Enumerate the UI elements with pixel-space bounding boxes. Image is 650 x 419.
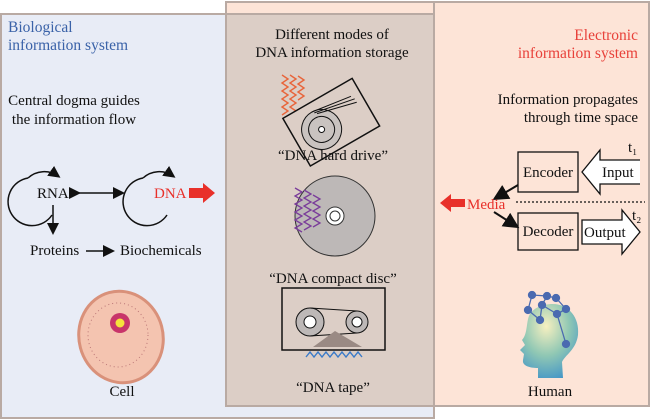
storage-title-line1: Different modes of [275, 27, 389, 43]
encoder-label: Encoder [523, 165, 573, 181]
decoder-box: Decoder [517, 212, 579, 251]
input-label: Input [602, 165, 634, 181]
electronic-title-line1: Electronic [574, 27, 638, 44]
human-head-icon [520, 290, 579, 378]
encoder-box: Encoder [517, 151, 579, 193]
rna-cycle-arrow [7, 177, 53, 227]
cell-illustration [77, 289, 165, 385]
media-decoder-arrow [493, 211, 520, 229]
bio-title-line2: information system [8, 37, 128, 54]
decoder-label: Decoder [523, 224, 574, 240]
input-arrow [581, 148, 640, 196]
electronic-subtitle-line2: through time space [524, 110, 638, 126]
output-arrow [581, 208, 641, 256]
dna-tape-icon [281, 287, 386, 359]
compact-disc-label: “DNA compact disc” [269, 271, 396, 287]
t1-label: t₁ [628, 140, 637, 156]
dna-cycle-arrow [122, 177, 168, 227]
media-red-arrow [440, 194, 465, 212]
proteins-label: Proteins [30, 243, 79, 259]
electronic-subtitle-line1: Information propagates [498, 92, 639, 108]
tape-label: “DNA tape” [296, 380, 370, 396]
dna-compact-disc-icon [293, 175, 376, 257]
storage-title-line2: DNA information storage [255, 45, 409, 61]
media-label: Media [467, 197, 506, 213]
encoder-media-arrow [492, 184, 519, 201]
human-label: Human [528, 384, 573, 400]
cell-label: Cell [110, 384, 135, 400]
hard-drive-label: “DNA hard drive” [278, 148, 388, 164]
bio-subtitle-line2: the information flow [12, 112, 136, 128]
dna-red-arrow [189, 183, 215, 203]
rna-label: RNA [37, 186, 69, 202]
dna-hard-drive-icon [280, 74, 381, 168]
t2-label: t₂ [632, 208, 641, 224]
bio-title-line1: Biological [8, 19, 73, 36]
electronic-title-line2: information system [518, 45, 638, 62]
dna-label: DNA [154, 186, 187, 202]
output-label: Output [584, 225, 627, 241]
central-dogma: RNA DNA Proteins Biochemicals [7, 165, 215, 259]
bio-subtitle-line1: Central dogma guides [8, 93, 140, 109]
biochemicals-label: Biochemicals [120, 243, 202, 259]
